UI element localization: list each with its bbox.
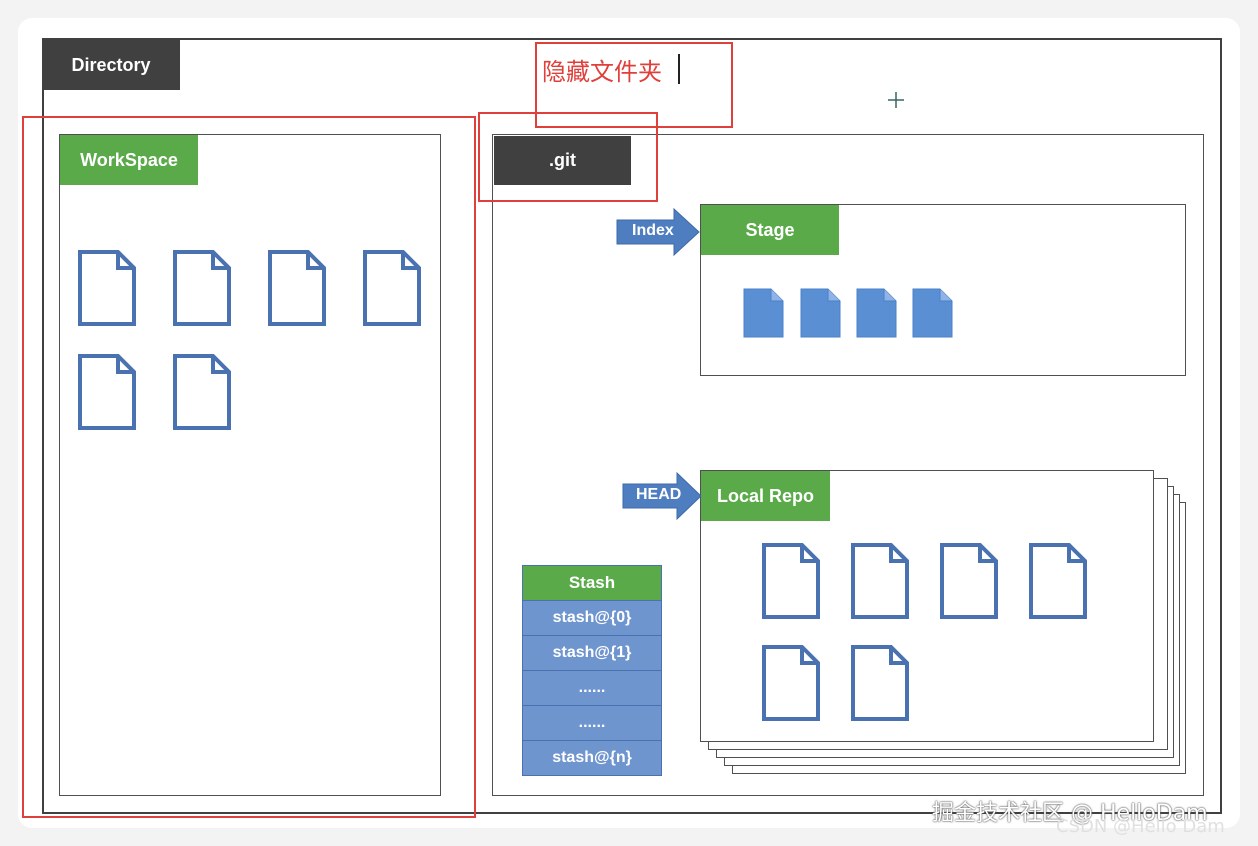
- text-cursor: [678, 54, 680, 84]
- crosshair-icon: [888, 92, 904, 108]
- file-icon: [173, 250, 231, 326]
- workspace-frame: [59, 134, 441, 796]
- stash-entry: stash@{0}: [522, 600, 662, 636]
- index-arrow: [616, 208, 700, 256]
- file-icon: [78, 354, 136, 430]
- staged-file-icon: [800, 288, 841, 338]
- repo-file-icon: [762, 645, 820, 721]
- repo-file-icon: [851, 645, 909, 721]
- watermark-sub: CSDN @Hello Dam: [1056, 816, 1225, 837]
- file-icon: [268, 250, 326, 326]
- stash-entry: ......: [522, 705, 662, 741]
- index-label: Index: [632, 222, 674, 239]
- staged-file-icon: [743, 288, 784, 338]
- repo-file-icon: [1029, 543, 1087, 619]
- staged-file-icon: [912, 288, 953, 338]
- stash-header: Stash: [522, 565, 662, 601]
- watermark: 掘金技术社区 @ HelloDam: [932, 801, 1208, 826]
- file-icon: [363, 250, 421, 326]
- file-icon: [173, 354, 231, 430]
- stash-entry: stash@{n}: [522, 740, 662, 776]
- hidden-folder-callout: [535, 42, 733, 128]
- workspace-highlight: [22, 116, 476, 818]
- workspace-tag: WorkSpace: [60, 135, 198, 185]
- git-tag: .git: [494, 136, 631, 185]
- stash-entry: ......: [522, 670, 662, 706]
- head-label: HEAD: [636, 486, 682, 503]
- local-repo-tag: Local Repo: [701, 471, 830, 521]
- staged-file-icon: [856, 288, 897, 338]
- hidden-folder-label: 隐藏文件夹: [542, 58, 662, 86]
- stage-tag: Stage: [701, 205, 839, 255]
- repo-file-icon: [940, 543, 998, 619]
- file-icon: [78, 250, 136, 326]
- repo-file-icon: [851, 543, 909, 619]
- git-highlight: [478, 112, 658, 202]
- head-arrow: [622, 472, 702, 520]
- stash-entry: stash@{1}: [522, 635, 662, 671]
- directory-tag: Directory: [42, 40, 180, 90]
- repo-file-icon: [762, 543, 820, 619]
